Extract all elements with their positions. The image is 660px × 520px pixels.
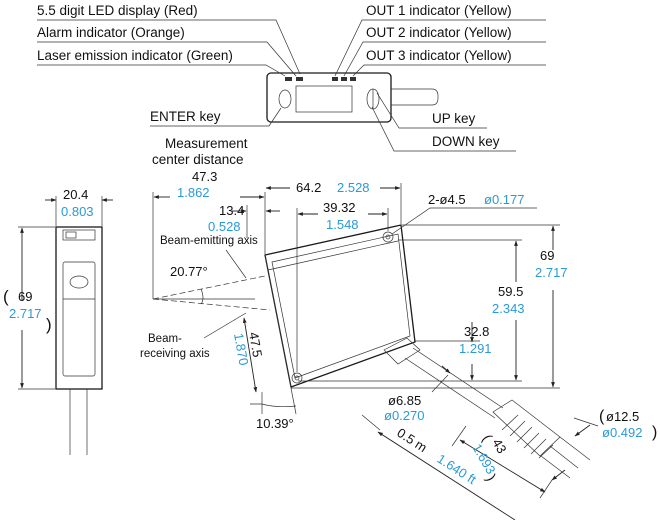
out1-indicator-label: OUT 1 indicator (Yellow) — [366, 3, 512, 18]
angle-beam: 20.77° — [170, 264, 208, 279]
out3-indicator-label: OUT 3 indicator (Yellow) — [366, 48, 512, 63]
front-view-lens-window — [62, 261, 96, 377]
offset-mm: 13.4 — [219, 203, 244, 218]
svg-text:): ) — [46, 315, 52, 334]
svg-text:(: ( — [599, 408, 605, 425]
down-key-label: DOWN key — [432, 134, 500, 149]
meas-in: 1.862 — [177, 185, 210, 200]
front-view: 20.4 0.803 ( ) 69 2.717 — [3, 187, 113, 455]
r69-mm: 69 — [540, 248, 554, 263]
connector-length: ( 43 1.693 ) — [451, 425, 553, 499]
hole-spacing-mm: 39.32 — [323, 200, 356, 215]
beam-axes: Beam-emitting axis Beam- receiving axis … — [140, 235, 271, 360]
recv-mm: 47.5 — [246, 331, 265, 359]
svg-text:): ) — [652, 424, 657, 441]
offset-dimension: 13.4 0.528 — [208, 203, 280, 238]
beam-receiving-axis — [152, 298, 271, 311]
beam-emitting-label: Beam-emitting axis — [160, 235, 258, 247]
laser-indicator-label: Laser emission indicator (Green) — [37, 48, 233, 63]
height-in: 2.717 — [9, 306, 42, 321]
cable-diameter: ø6.85 ø0.270 — [384, 365, 451, 423]
width-in: 0.803 — [61, 204, 94, 219]
up-key-label: UP key — [432, 111, 476, 126]
led-display-label: 5.5 digit LED display (Red) — [37, 3, 198, 18]
side-view — [264, 224, 591, 479]
angle-tilt: 10.39° — [256, 416, 294, 431]
r69-in: 2.717 — [535, 265, 568, 280]
mounting-hole-bottom — [291, 372, 303, 384]
receiving-dimension: 47.5 1.870 — [231, 317, 265, 393]
measurement-distance: Measurement center distance 47.3 1.862 — [152, 136, 266, 299]
out2-indicator-led — [341, 77, 347, 81]
laser-indicator-led — [285, 77, 292, 81]
meas-mm: 47.3 — [192, 169, 217, 184]
width-mm: 20.4 — [63, 187, 88, 202]
top-view — [266, 72, 439, 123]
height-mm: 69 — [18, 289, 32, 304]
h328-in: 1.291 — [459, 341, 492, 356]
height-dimensions-right: 69 2.717 59.5 2.343 32.8 1.291 — [291, 224, 568, 389]
beam-receiving-label-1: Beam- — [148, 333, 182, 345]
out3-indicator-led — [350, 77, 356, 81]
out2-indicator-label: OUT 2 indicator (Yellow) — [366, 25, 512, 40]
hole-spacing-dimension: 39.32 1.548 — [296, 200, 389, 372]
side-view-housing — [264, 224, 416, 388]
h595-mm: 59.5 — [498, 284, 523, 299]
cable-dia-mm: ø6.85 — [388, 393, 421, 408]
connector-diameter: ( ø12.5 ø0.492 ) — [551, 408, 657, 481]
conn-length-mm: 43 — [489, 436, 509, 456]
h328-mm: 32.8 — [464, 324, 489, 339]
out1-indicator-led — [332, 77, 338, 81]
alarm-indicator-led — [296, 77, 303, 81]
cable-length-m: 0.5 m — [394, 425, 429, 455]
svg-text:(: ( — [3, 287, 9, 306]
enter-key-label: ENTER key — [150, 109, 221, 124]
cable-boot — [383, 337, 421, 365]
cable-length-ft: 1.640 ft — [434, 451, 479, 487]
meas-center-label-1: Measurement — [165, 136, 248, 151]
offset-in: 0.528 — [208, 219, 241, 234]
length-dimension: 64.2 2.528 — [265, 180, 402, 224]
length-mm: 64.2 — [296, 180, 321, 195]
top-view-cable — [391, 88, 439, 106]
recv-in: 1.870 — [231, 332, 251, 367]
tilt-angle: 10.39° — [250, 387, 297, 431]
h595-in: 2.343 — [492, 301, 525, 316]
cable-dia-in: ø0.270 — [384, 408, 424, 423]
top-callouts: 5.5 digit LED display (Red) Alarm indica… — [37, 3, 546, 152]
mounting-hole-top — [382, 231, 394, 243]
conn-dia-mm: ø12.5 — [606, 409, 639, 424]
holes-mm: 2-ø4.5 — [428, 192, 466, 207]
length-in: 2.528 — [337, 180, 370, 195]
beam-receiving-label-2: receiving axis — [140, 348, 210, 360]
beam-emitting-axis — [152, 275, 266, 300]
enter-key-icon — [278, 89, 292, 109]
front-view-top-window — [62, 229, 96, 241]
alarm-indicator-label: Alarm indicator (Orange) — [37, 25, 185, 40]
top-view-housing — [266, 72, 392, 123]
front-view-housing — [55, 226, 103, 390]
conn-dia-in: ø0.492 — [602, 425, 642, 440]
led-display — [295, 85, 353, 113]
holes-callout: 2-ø4.5 ø0.177 — [391, 192, 537, 235]
meas-center-label-2: center distance — [152, 152, 244, 167]
hole-spacing-in: 1.548 — [326, 217, 359, 232]
holes-in: ø0.177 — [484, 192, 524, 207]
